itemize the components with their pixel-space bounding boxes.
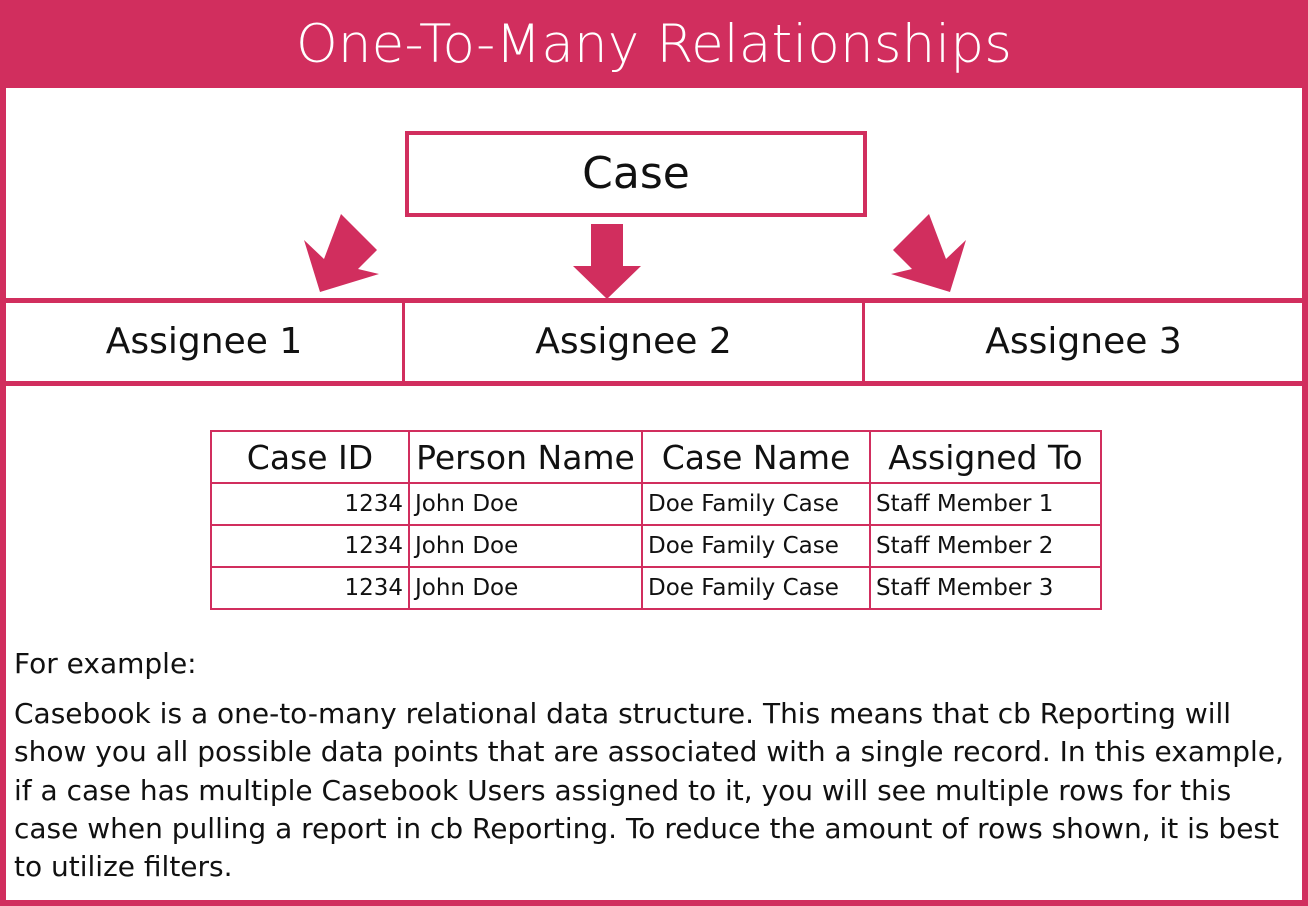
title-banner: One-To-Many Relationships <box>0 0 1308 88</box>
assignee-label-3: Assignee 3 <box>985 321 1182 362</box>
cell-assigned-to: Staff Member 1 <box>869 482 1102 526</box>
footer-body-text: Casebook is a one-to-many relational dat… <box>14 696 1284 884</box>
assignee-cell-3: Assignee 3 <box>865 303 1302 381</box>
assignee-cell-1: Assignee 1 <box>6 303 405 381</box>
cell-case-id: 1234 <box>210 524 410 568</box>
cell-person-name: John Doe <box>408 566 643 610</box>
assignee-band: Assignee 1 Assignee 2 Assignee 3 <box>6 298 1302 386</box>
case-entity-box: Case <box>405 131 867 217</box>
footer-text-block: For example: Casebook is a one-to-many r… <box>14 645 1292 887</box>
cell-case-name: Doe Family Case <box>641 566 871 610</box>
diagram-frame <box>0 88 1308 906</box>
assignee-label-2: Assignee 2 <box>535 321 732 362</box>
column-header-case-name: Case Name <box>641 430 871 484</box>
arrow-down-icon <box>573 224 641 299</box>
table-row: 1234 John Doe Doe Family Case Staff Memb… <box>210 524 1102 568</box>
cell-assigned-to: Staff Member 3 <box>869 566 1102 610</box>
column-header-assigned-to: Assigned To <box>869 430 1102 484</box>
cell-case-id: 1234 <box>210 482 410 526</box>
table-row: 1234 John Doe Doe Family Case Staff Memb… <box>210 482 1102 526</box>
cell-assigned-to: Staff Member 2 <box>869 524 1102 568</box>
table-header-row: Case ID Person Name Case Name Assigned T… <box>210 430 1102 484</box>
column-header-case-id: Case ID <box>210 430 410 484</box>
cell-case-name: Doe Family Case <box>641 524 871 568</box>
footer-lead-text: For example: <box>14 647 197 680</box>
assignee-cell-2: Assignee 2 <box>405 303 865 381</box>
arrow-down-left-icon <box>304 214 379 292</box>
cell-person-name: John Doe <box>408 482 643 526</box>
case-assignment-table: Case ID Person Name Case Name Assigned T… <box>210 430 1102 610</box>
cell-person-name: John Doe <box>408 524 643 568</box>
page-title: One-To-Many Relationships <box>295 13 1013 75</box>
column-header-person-name: Person Name <box>408 430 643 484</box>
case-entity-label: Case <box>582 148 690 199</box>
table-row: 1234 John Doe Doe Family Case Staff Memb… <box>210 566 1102 610</box>
arrow-down-right-icon <box>891 214 966 292</box>
cell-case-id: 1234 <box>210 566 410 610</box>
cell-case-name: Doe Family Case <box>641 482 871 526</box>
assignee-label-1: Assignee 1 <box>105 321 303 362</box>
